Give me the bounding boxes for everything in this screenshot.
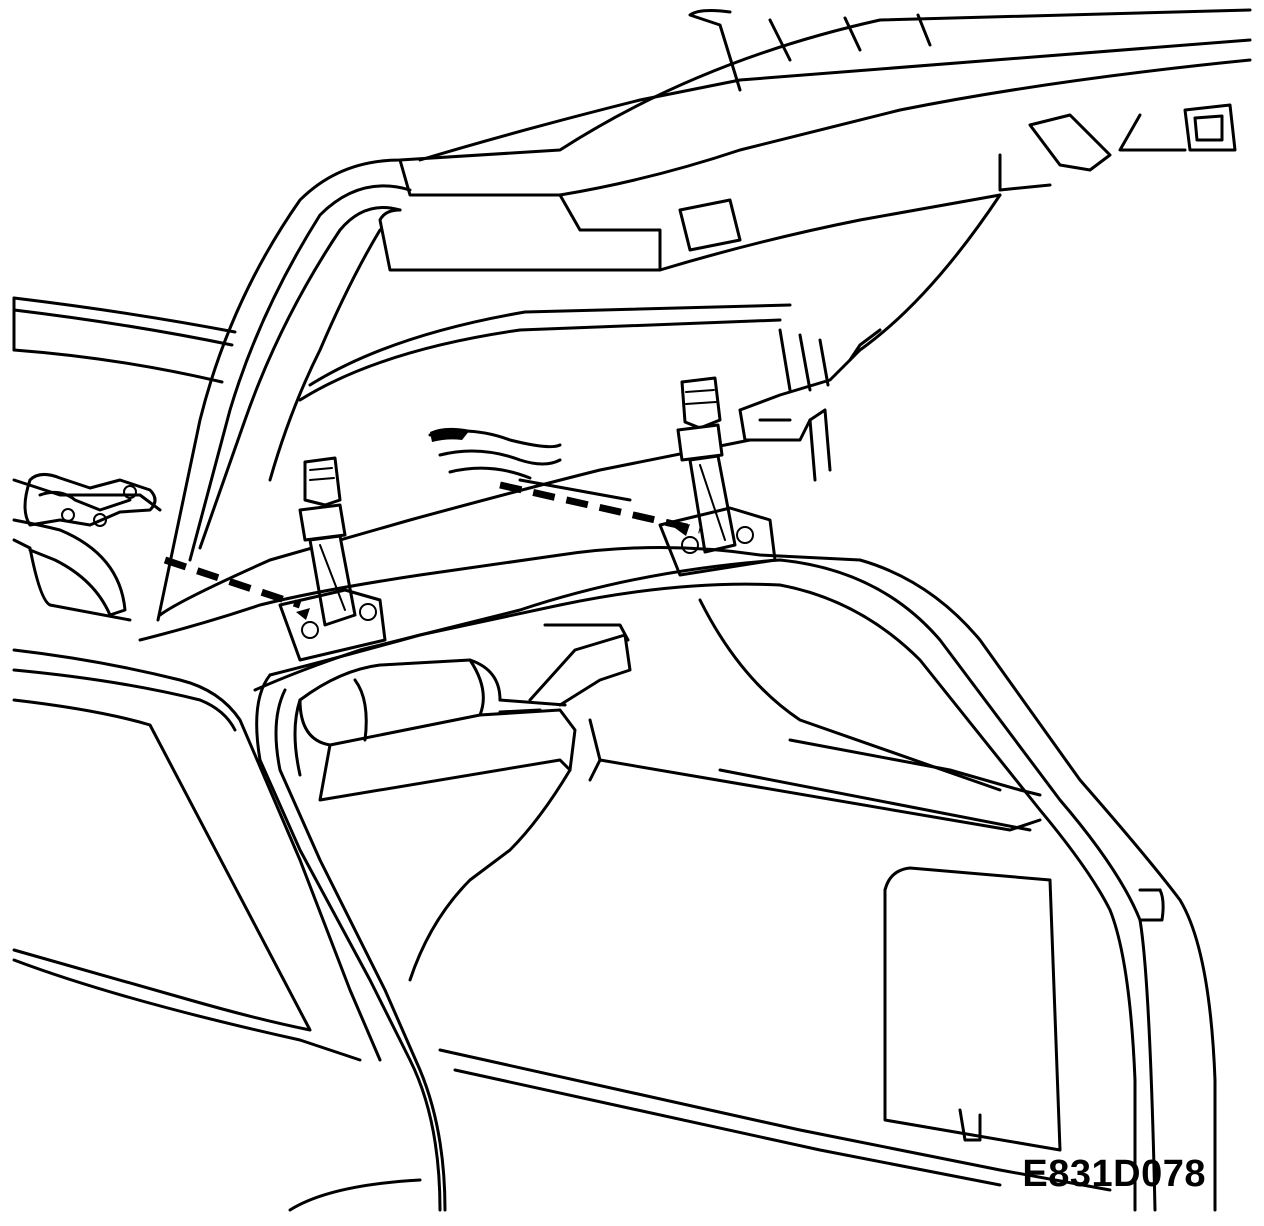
left-rear-quarter [12,473,162,622]
tailgate-opening-frame [138,546,1217,1212]
right-hinge [658,376,777,577]
roof-edge [12,296,237,384]
lower-body [12,648,1112,1212]
tailgate-frame [156,8,1252,622]
tailgate-upper-panel [378,9,1252,272]
tailgate-lower-panel [738,193,1002,482]
figure-code-label: E831D078 [1022,1153,1206,1195]
cargo-area [298,598,1165,1152]
wiring-harness [163,427,701,609]
left-hinge [278,456,387,662]
